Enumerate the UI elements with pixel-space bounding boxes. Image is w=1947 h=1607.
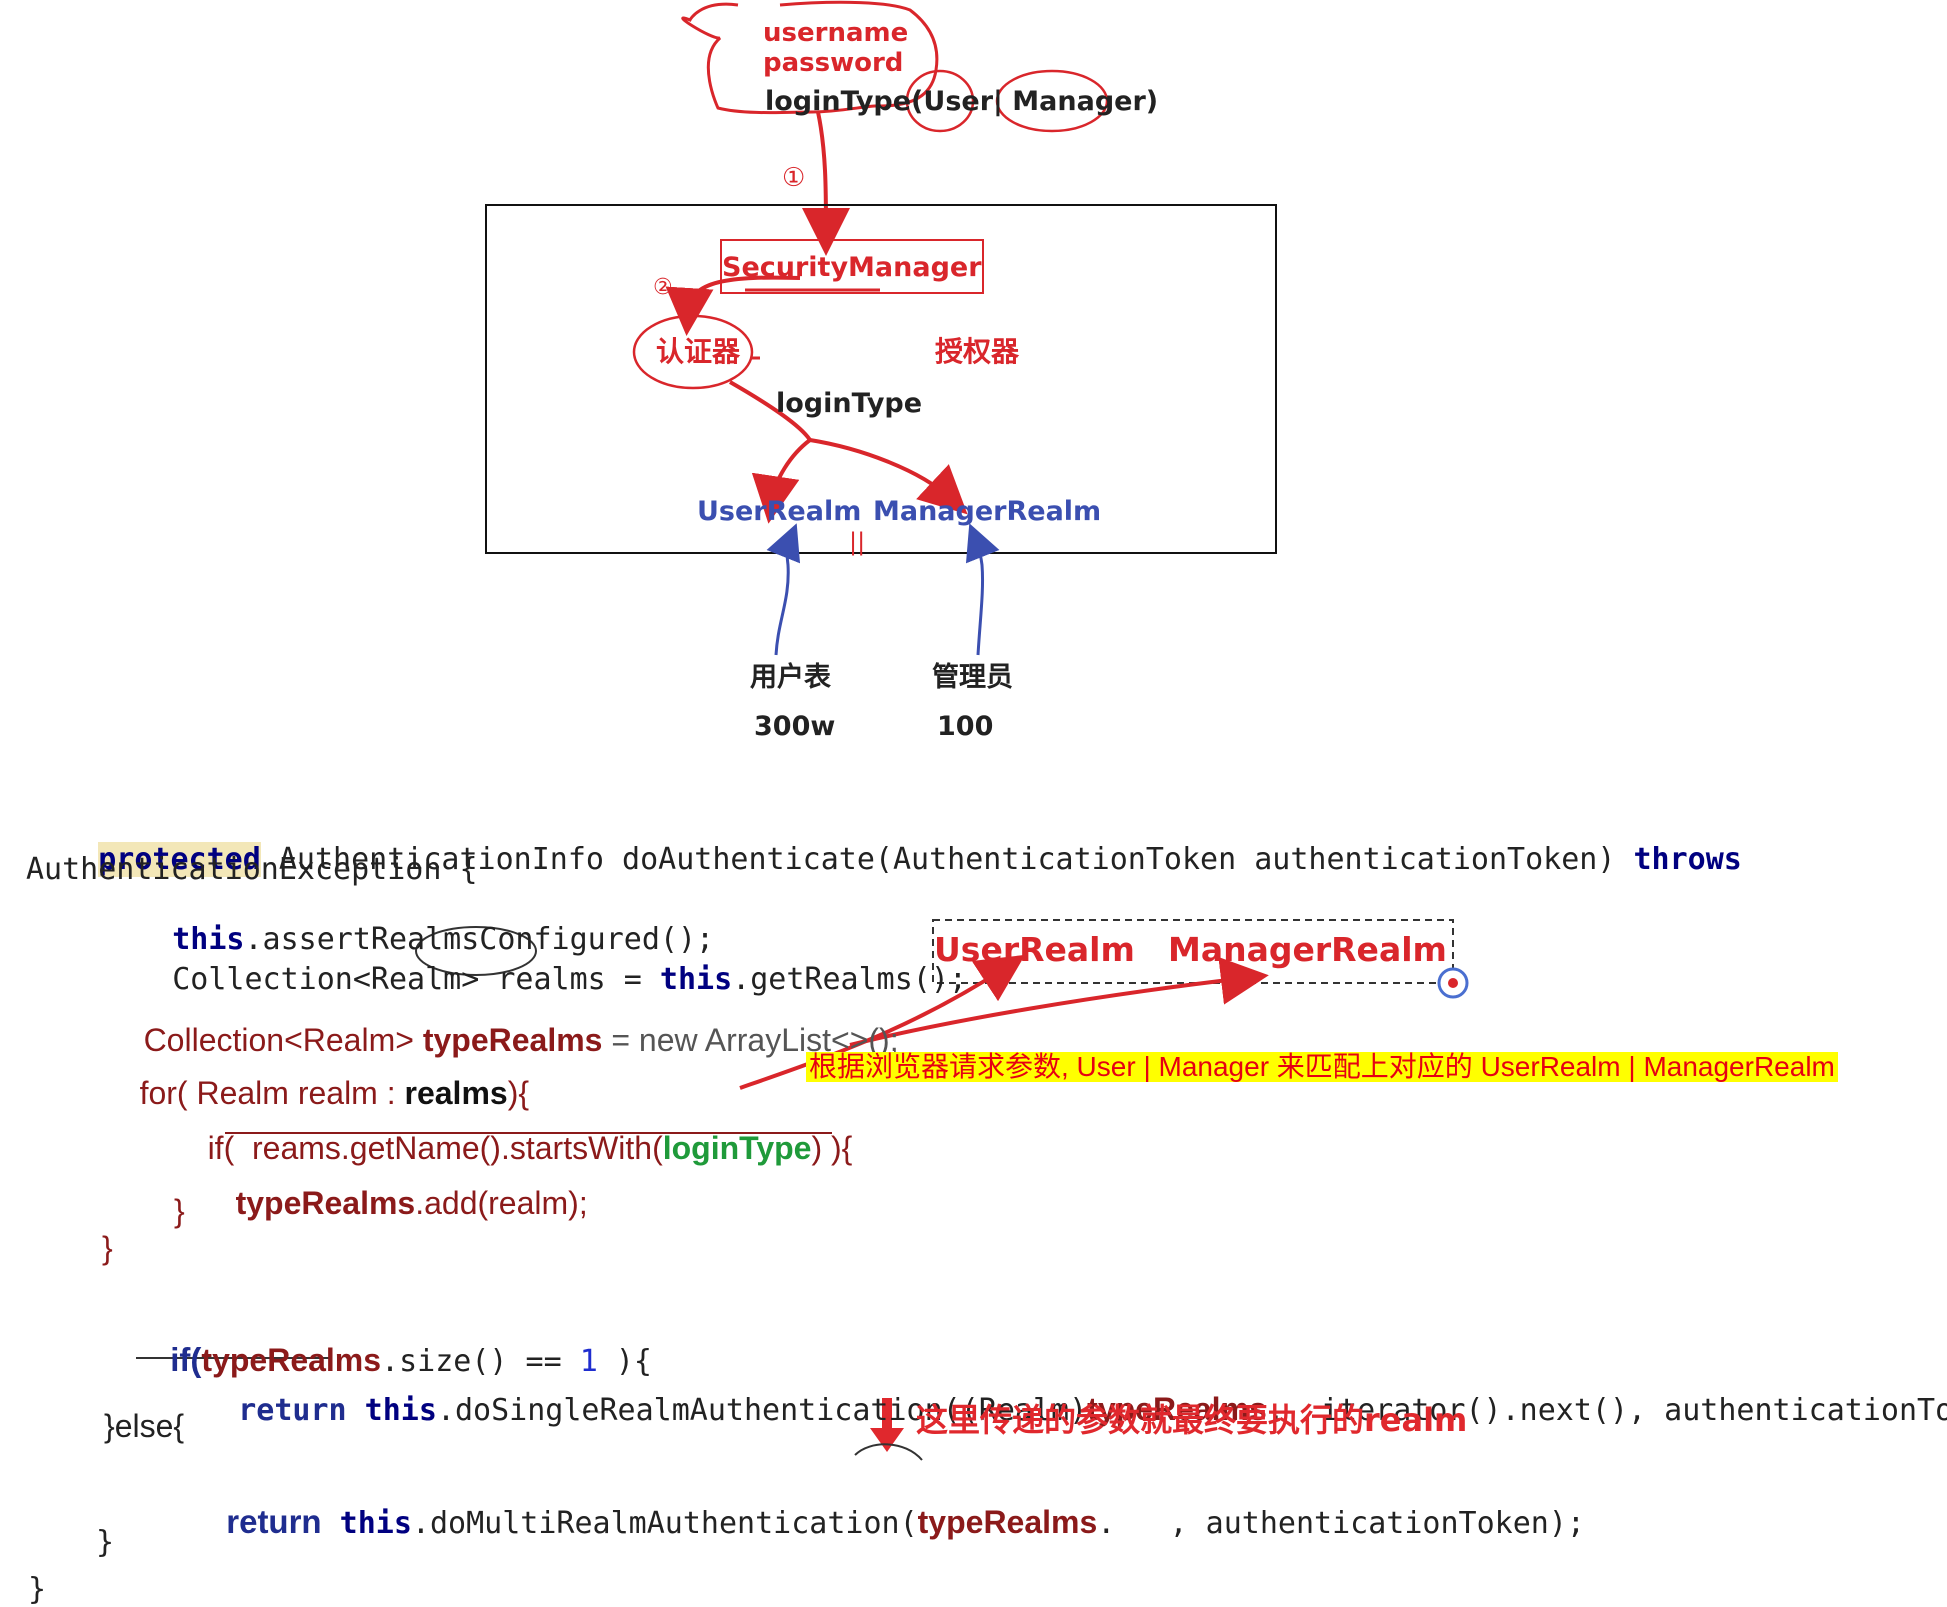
realm-separator: || [849, 528, 866, 556]
step2-arrow [665, 275, 801, 336]
auth-token-arg: . , authenticationToken); [1097, 1506, 1585, 1541]
code-line-1: protected AuthenticationInfo doAuthentic… [26, 815, 1742, 905]
add-call: .add(realm); [415, 1185, 588, 1221]
user-count-label: 300w [754, 711, 836, 742]
iterator-call: . iterator().next(), authenticationToken… [1266, 1393, 1947, 1428]
typerealms-ref-3: typeRealms [1087, 1391, 1267, 1427]
admin-table-label: 管理员 [932, 662, 1013, 693]
keyword-this: this [346, 1393, 437, 1428]
param-note: 这里传递的参数就最终要执行的realm [916, 1401, 1468, 1439]
box-managerrealm-label: ManagerRealm [1168, 930, 1447, 969]
security-manager-label: SecurityManager [722, 252, 982, 283]
if-open: ) ){ [811, 1130, 853, 1166]
code-line-10: } [102, 1230, 113, 1266]
code-line-9: } [174, 1193, 185, 1229]
code-line-5: Collection<Realm> typeRealms = new Array… [108, 992, 899, 1088]
branch-to-userrealm [751, 438, 812, 524]
keyword-return-2: return [226, 1503, 322, 1540]
code-line-13: }else{ [104, 1408, 185, 1444]
logintype-var: loginType [662, 1130, 812, 1166]
step2-marker: ② [653, 275, 673, 300]
single-realm-call: .doSingleRealmAuthentication((Realm) [436, 1393, 1088, 1428]
password-label: password [763, 48, 904, 78]
param-curve [854, 1443, 923, 1461]
box-userrealm-label: UserRealm [934, 930, 1135, 969]
credentials-outline [681, 0, 939, 115]
if-open-2: ){ [597, 1344, 652, 1379]
authenticator-ellipse [632, 314, 754, 390]
size-check: .size() == [381, 1344, 580, 1379]
collection-type: Collection<Realm> [172, 962, 498, 997]
userrealm-label: UserRealm [697, 496, 862, 527]
admin-count-label: 100 [937, 711, 994, 742]
username-label: username [763, 18, 909, 48]
match-arrow-2 [849, 956, 1269, 1047]
assign-op: = [605, 962, 660, 997]
code-line-4: Collection<Realm> realms = this.getRealm… [100, 935, 967, 1025]
usertable-arrow [766, 523, 801, 656]
code-line-15: } [96, 1525, 115, 1560]
collection-type-2: Collection<Realm> [143, 1022, 423, 1058]
system-box [485, 204, 1277, 554]
logintype-param-label: loginType(User| Manager) [765, 86, 1159, 117]
method-signature: AuthenticationInfo doAuthenticate(Authen… [260, 842, 1634, 877]
realms-var: realms [497, 962, 606, 997]
logintype-branch [729, 380, 812, 442]
keyword-this: this [659, 962, 733, 997]
arraylist-init: = new ArrayList<>(); [602, 1022, 899, 1058]
step1-arrow [801, 111, 850, 256]
keyword-this: this [321, 1506, 412, 1541]
user-ellipse [905, 69, 975, 133]
user-table-label: 用户表 [750, 662, 831, 693]
code-line-16: } [28, 1572, 47, 1607]
keyword-return: return [238, 1393, 347, 1428]
multi-realm-call: .doMultiRealmAuthentication( [411, 1506, 918, 1541]
manager-ellipse [995, 69, 1109, 133]
logintype-branch-label: loginType [776, 388, 923, 419]
authorizer-label: 授权器 [935, 335, 1020, 368]
keyword-this: this [172, 922, 245, 957]
code-line-7: if( reams.getName().startsWith(loginType… [172, 1100, 853, 1196]
getrealms-call: .getRealms(); [732, 962, 967, 997]
code-line-12: return this.doSingleRealmAuthentication(… [166, 1363, 1947, 1456]
typerealms-ref-4: typeRealms [917, 1504, 1098, 1540]
typerealms-ref-2: typeRealms [201, 1342, 382, 1378]
literal-one: 1 [579, 1344, 598, 1379]
code-line-14: return this.doMultiRealmAuthentication(t… [154, 1475, 1585, 1569]
code-line-6: for( Realm realm : realms){ [104, 1045, 529, 1141]
managerrealm-label: ManagerRealm [873, 496, 1102, 527]
security-manager-box [720, 239, 984, 294]
keyword-throws: throws [1633, 842, 1742, 877]
code-line-3: this.assertRealmsConfigured(); [100, 895, 714, 985]
branch-to-managerrealm [809, 438, 968, 515]
for-open: ){ [507, 1075, 530, 1111]
code-line-8: typeRealms.add(realm); [200, 1155, 588, 1251]
realms-ref: realms [404, 1075, 508, 1111]
match-note: 根据浏览器请求参数, User | Manager 来匹配上对应的 UserRe… [806, 1052, 1838, 1082]
step1-marker: ① [782, 163, 806, 193]
code-line-2: AuthenticationException { [26, 852, 478, 887]
for-head: for( Realm realm : [139, 1075, 405, 1111]
keyword-if: if( [170, 1341, 202, 1378]
realms-ellipse [415, 926, 537, 976]
code-line-11: if(typeRealms.size() == 1 ){ [98, 1313, 652, 1407]
if-head: if( [207, 1130, 252, 1166]
typerealms-var: typeRealms [422, 1022, 603, 1058]
assert-call: .assertRealmsConfigured(); [244, 922, 715, 957]
authenticator-label: 认证器 [656, 335, 741, 368]
typerealms-ref: typeRealms [235, 1185, 416, 1221]
keyword-protected: protected [98, 842, 261, 877]
admintable-arrow [965, 523, 1000, 656]
startswith-call: reams.getName().startsWith( [252, 1130, 663, 1166]
